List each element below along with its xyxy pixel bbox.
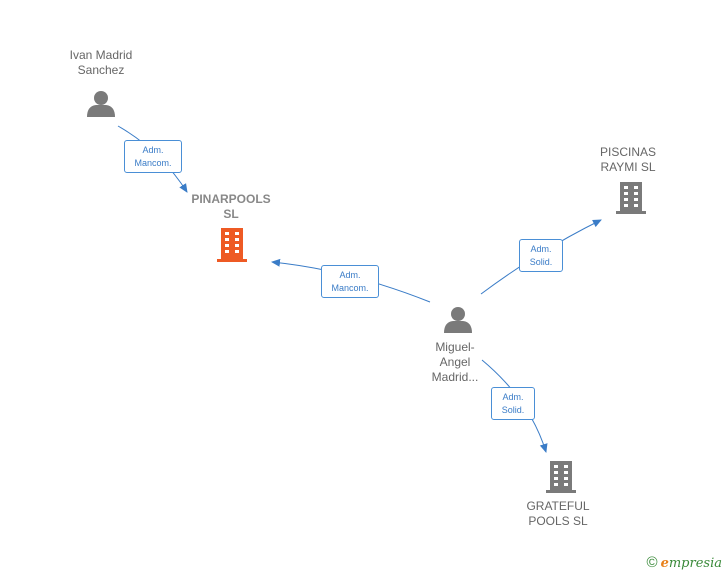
edge-label-miguel-pinarpools[interactable]: Adm. Mancom. (321, 265, 379, 298)
node-label-piscinas[interactable]: PISCINAS RAYMI SL (599, 145, 656, 174)
person-icon[interactable] (444, 307, 472, 333)
brand-logo: ©empresia (647, 554, 722, 571)
person-icon[interactable] (87, 91, 115, 117)
brand-initial: e (660, 556, 669, 571)
edge-label-miguel-piscinas[interactable]: Adm. Solid. (519, 239, 563, 272)
node-label-grateful[interactable]: GRATEFUL POOLS SL (526, 499, 590, 528)
building-icon[interactable] (546, 461, 576, 493)
node-label-pinarpools[interactable]: PINARPOOLS SL (191, 192, 271, 221)
copyright-symbol: © (646, 554, 658, 571)
node-label-miguel[interactable]: Miguel- Angel Madrid... (431, 340, 479, 384)
building-icon[interactable] (616, 182, 646, 214)
edge-label-miguel-grateful[interactable]: Adm. Solid. (491, 387, 535, 420)
edge-label-ivan-pinarpools[interactable]: Adm. Mancom. (124, 140, 182, 173)
node-label-ivan[interactable]: Ivan Madrid Sanchez (69, 48, 133, 77)
building-icon[interactable] (217, 228, 247, 262)
brand-name: mpresia (668, 556, 722, 571)
